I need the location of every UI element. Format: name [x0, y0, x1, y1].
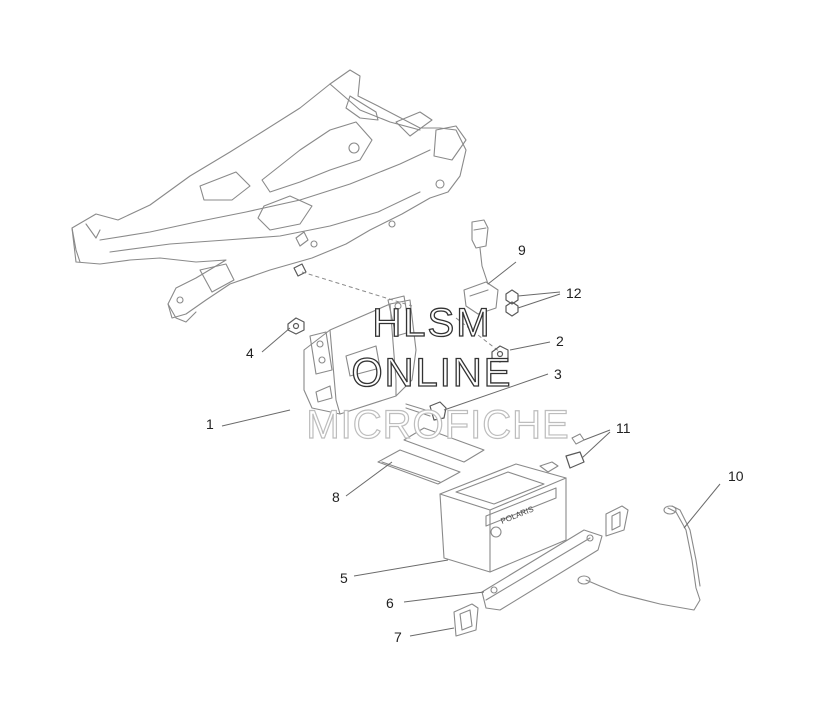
battery-box [303, 295, 417, 415]
nut [287, 317, 305, 335]
battery-pads [377, 427, 485, 485]
frame [71, 69, 467, 323]
alignment-line [301, 271, 413, 307]
battery: POLARIS [439, 461, 567, 573]
callout-11: 11 [616, 420, 631, 436]
callout-7: 7 [394, 629, 402, 645]
bolt [405, 401, 447, 421]
solenoid-nuts [505, 289, 519, 317]
callout-10: 10 [728, 468, 744, 484]
callout-12: 12 [566, 285, 582, 301]
watermark: HLSM ONLINE MICROFICHE [306, 300, 570, 447]
watermark-line-2: ONLINE [352, 351, 513, 395]
callout-5: 5 [340, 570, 348, 586]
alignment-line [455, 317, 501, 353]
hold-down-strap [481, 529, 603, 611]
callout-1: 1 [206, 416, 214, 432]
battery-brand-label: POLARIS [499, 505, 535, 526]
watermark-line-3: MICROFICHE [306, 403, 569, 447]
starter-solenoid [463, 219, 499, 315]
callout-8: 8 [332, 489, 340, 505]
callout-6: 6 [386, 595, 394, 611]
nut [491, 345, 509, 363]
battery-cable [577, 505, 701, 611]
watermark-line-1: HLSM [372, 301, 491, 345]
callout-3: 3 [554, 366, 562, 382]
strap-clip [453, 505, 629, 637]
callout-2: 2 [556, 333, 564, 349]
callout-4: 4 [246, 345, 254, 361]
callout-9: 9 [518, 242, 526, 258]
leader-lines [221, 261, 721, 637]
